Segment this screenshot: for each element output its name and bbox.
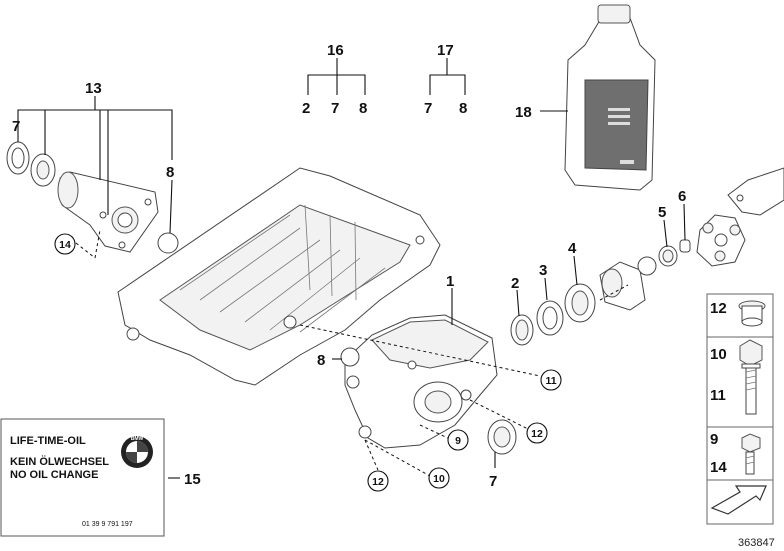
circled-12-bottom: 12 [372,476,384,488]
callout-4: 4 [568,240,577,257]
circled-11: 11 [545,375,556,387]
callout-17-7: 7 [424,100,432,117]
callout-1: 1 [446,273,454,290]
plug-icon [738,300,766,327]
panel-label-14: 14 [710,459,727,476]
callout-16: 16 [327,42,344,59]
oil-label-line1: LIFE-TIME-OIL [10,435,86,447]
callout-17-8: 8 [459,100,467,117]
callout-16-7: 7 [331,100,339,117]
leader-lines [17,58,686,479]
bolt-icon [739,339,763,415]
diagram-id: 363847 [738,537,775,549]
circled-callouts: 14 11 12 9 10 12 [54,233,562,492]
callout-8-mid: 8 [317,352,325,369]
callout-6: 6 [678,188,686,205]
circled-10: 10 [433,473,445,485]
oil-label-line2: KEIN ÖLWECHSEL [10,455,109,468]
oil-sump-drawing [117,167,441,386]
panel-label-9: 9 [710,431,718,448]
bmw-roundel-icon: BMW [121,436,153,468]
callout-15: 15 [184,471,201,488]
oil-label-line3: NO OIL CHANGE [10,469,98,481]
callout-16-2: 2 [302,100,310,117]
callouts: 16 2 7 8 17 7 8 13 7 8 18 1 2 3 4 5 6 8 … [12,42,686,490]
oil-bottle-drawing [564,4,656,191]
callout-5: 5 [658,204,666,221]
callout-18: 18 [515,104,532,121]
callout-16-8: 8 [359,100,367,117]
flange-assembly-drawing [6,141,179,254]
callout-17: 17 [437,42,454,59]
oil-label-part-number: 01 39 9 791 197 [82,521,133,528]
callout-8-left: 8 [166,164,174,181]
fastener-panel: 12 10 11 9 14 [706,293,774,525]
circled-12-right: 12 [531,428,543,440]
panel-label-12: 12 [710,300,727,317]
differential-housing-drawing [340,314,498,449]
panel-label-10: 10 [710,346,727,363]
circled-14: 14 [59,239,71,251]
callout-2: 2 [511,275,519,292]
callout-7-bottom: 7 [489,473,497,490]
callout-13-7: 7 [12,118,20,135]
callout-13: 13 [85,80,102,97]
seals-drawing [487,239,691,455]
circled-9: 9 [455,435,461,447]
direction-arrow-icon [710,485,767,515]
callout-3: 3 [539,262,547,279]
flex-disc-drawing [696,167,784,267]
small-bolt-icon [741,433,761,475]
bmw-logo-text: BMW [131,436,144,442]
oil-label-card: LIFE-TIME-OIL KEIN ÖLWECHSEL NO OIL CHAN… [0,418,165,537]
panel-label-11: 11 [710,387,726,404]
